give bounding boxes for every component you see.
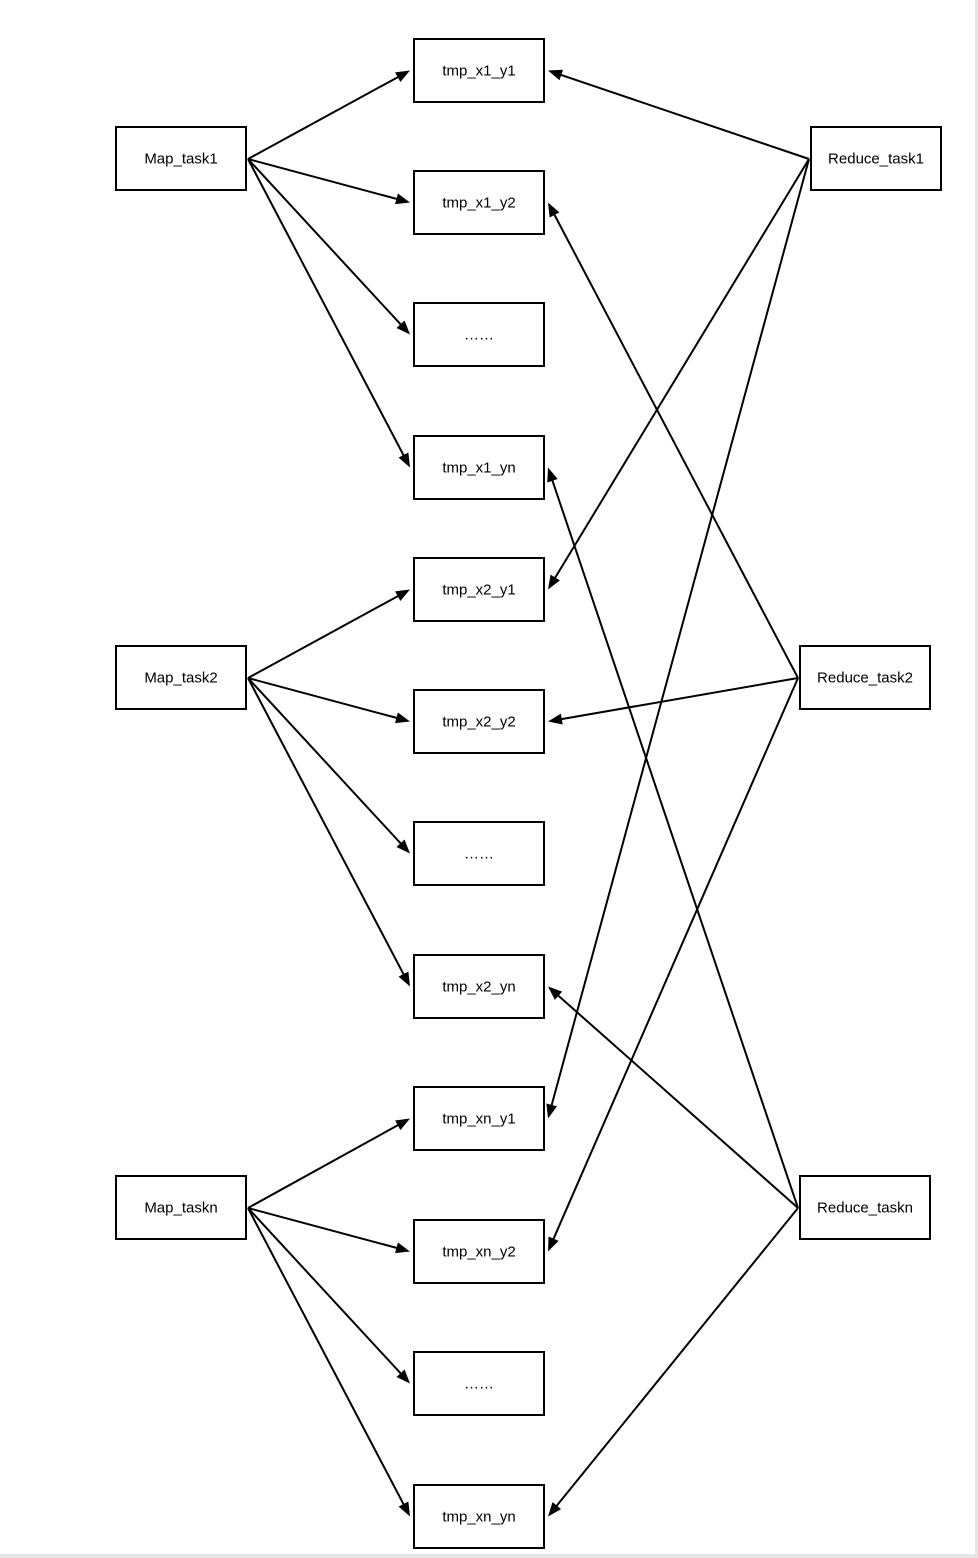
edge-map1-to-t_x1_y1 (247, 75, 400, 160)
node-label: tmp_x2_yn (442, 979, 515, 996)
node-label: tmp_xn_y2 (442, 1244, 515, 1261)
node-label: tmp_x2_y1 (442, 582, 515, 599)
edge-red1-to-t_x2_y1 (553, 158, 810, 579)
node-label: Map_taskn (144, 1200, 217, 1217)
node-label: tmp_xn_y1 (442, 1111, 515, 1128)
node-tmp-x2-y1[interactable]: tmp_x2_y1 (413, 557, 545, 622)
node-tmp-x1-y2[interactable]: tmp_x1_y2 (413, 170, 545, 235)
arrowhead-mapn-to-t_xn_y2 (395, 1242, 410, 1254)
node-reduce-task-2[interactable]: Reduce_task2 (799, 645, 931, 710)
arrowhead-map2-to-t_x2_y2 (395, 712, 410, 724)
arrowhead-red1-to-t_x1_y1 (548, 69, 564, 81)
arrowhead-map2-to-t_x2_yn (398, 971, 410, 987)
edge-red2-to-t_x2_y2 (560, 677, 799, 721)
arrowhead-red2-to-t_x2_y2 (548, 713, 563, 725)
arrowhead-map1-to-t_x1_dots (396, 320, 410, 335)
edge-redn-to-t_xn_yn (555, 1207, 799, 1508)
node-tmp-x1-ellipsis[interactable]: …… (413, 302, 545, 367)
frame-edge-bottom (0, 1554, 978, 1558)
node-reduce-task-1[interactable]: Reduce_task1 (810, 126, 942, 191)
edge-map2-to-t_x2_y2 (247, 677, 398, 720)
node-map-task-2[interactable]: Map_task2 (115, 645, 247, 710)
arrowhead-map1-to-t_x1_y2 (395, 193, 410, 205)
arrowhead-map1-to-t_x1_y1 (395, 70, 410, 83)
edge-map2-to-t_x2_yn (247, 677, 405, 976)
edge-mapn-to-t_xn_y2 (247, 1207, 398, 1250)
edge-redn-to-t_x1_yn (551, 479, 799, 1209)
frame-edge-right (975, 0, 978, 1558)
node-label: tmp_x1_y2 (442, 195, 515, 212)
edge-map2-to-t_x2_y1 (247, 594, 400, 679)
nodes-layer: Map_task1 Map_task2 Map_taskn Reduce_tas… (115, 38, 942, 1549)
node-label: …… (464, 846, 494, 863)
node-tmp-xn-y2[interactable]: tmp_xn_y2 (413, 1219, 545, 1284)
arrowhead-mapn-to-t_xn_yn (398, 1501, 410, 1517)
node-label: tmp_xn_yn (442, 1509, 515, 1526)
arrowhead-red1-to-t_xn_y1 (546, 1103, 557, 1119)
node-tmp-x1-yn[interactable]: tmp_x1_yn (413, 435, 545, 500)
edge-mapn-to-t_xn_dots (247, 1207, 402, 1375)
node-tmp-xn-yn[interactable]: tmp_xn_yn (413, 1484, 545, 1549)
edge-mapn-to-t_xn_yn (247, 1207, 405, 1506)
edge-map1-to-t_x1_yn (247, 158, 405, 457)
node-label: tmp_x2_y2 (442, 714, 515, 731)
node-label: Reduce_taskn (817, 1200, 913, 1217)
arrowhead-mapn-to-t_xn_y1 (395, 1118, 410, 1131)
edge-red1-to-t_xn_y1 (550, 158, 810, 1107)
arrowhead-redn-to-t_x1_yn (547, 467, 558, 483)
edge-red2-to-t_x1_y2 (553, 213, 799, 679)
edge-redn-to-t_x2_yn (557, 994, 799, 1209)
arrowhead-redn-to-t_xn_yn (548, 1502, 562, 1517)
node-map-task-1[interactable]: Map_task1 (115, 126, 247, 191)
node-label: Map_task1 (144, 151, 217, 168)
edge-mapn-to-t_xn_y1 (247, 1123, 400, 1209)
node-reduce-task-n[interactable]: Reduce_taskn (799, 1175, 931, 1240)
node-label: tmp_x1_yn (442, 460, 515, 477)
arrowhead-map2-to-t_x2_dots (396, 839, 410, 854)
node-tmp-x1-y1[interactable]: tmp_x1_y1 (413, 38, 545, 103)
edge-red1-to-t_x1_y1 (559, 73, 810, 160)
arrowhead-red2-to-t_x1_y2 (548, 202, 560, 218)
node-label: Map_task2 (144, 670, 217, 687)
node-label: tmp_x1_y1 (442, 63, 515, 80)
edge-red2-to-t_xn_y2 (552, 677, 799, 1240)
arrowhead-map2-to-t_x2_y1 (395, 589, 410, 602)
node-label: …… (464, 327, 494, 344)
node-tmp-x2-y2[interactable]: tmp_x2_y2 (413, 689, 545, 754)
arrowhead-red1-to-t_x2_y1 (548, 574, 560, 590)
node-label: Reduce_task1 (828, 151, 924, 168)
node-label: …… (464, 1376, 494, 1393)
edge-map1-to-t_x1_dots (247, 158, 402, 326)
node-tmp-xn-y1[interactable]: tmp_xn_y1 (413, 1086, 545, 1151)
node-tmp-x2-ellipsis[interactable]: …… (413, 821, 545, 886)
node-map-task-n[interactable]: Map_taskn (115, 1175, 247, 1240)
edges-layer (247, 69, 810, 1517)
node-label: Reduce_task2 (817, 670, 913, 687)
edge-map2-to-t_x2_dots (247, 677, 402, 845)
node-tmp-xn-ellipsis[interactable]: …… (413, 1351, 545, 1416)
arrowhead-mapn-to-t_xn_dots (396, 1369, 410, 1384)
node-tmp-x2-yn[interactable]: tmp_x2_yn (413, 954, 545, 1019)
edge-map1-to-t_x1_y2 (247, 158, 398, 201)
arrowhead-redn-to-t_x2_yn (548, 986, 563, 1000)
arrowhead-map1-to-t_x1_yn (398, 452, 410, 468)
arrowhead-red2-to-t_xn_y2 (548, 1236, 559, 1252)
